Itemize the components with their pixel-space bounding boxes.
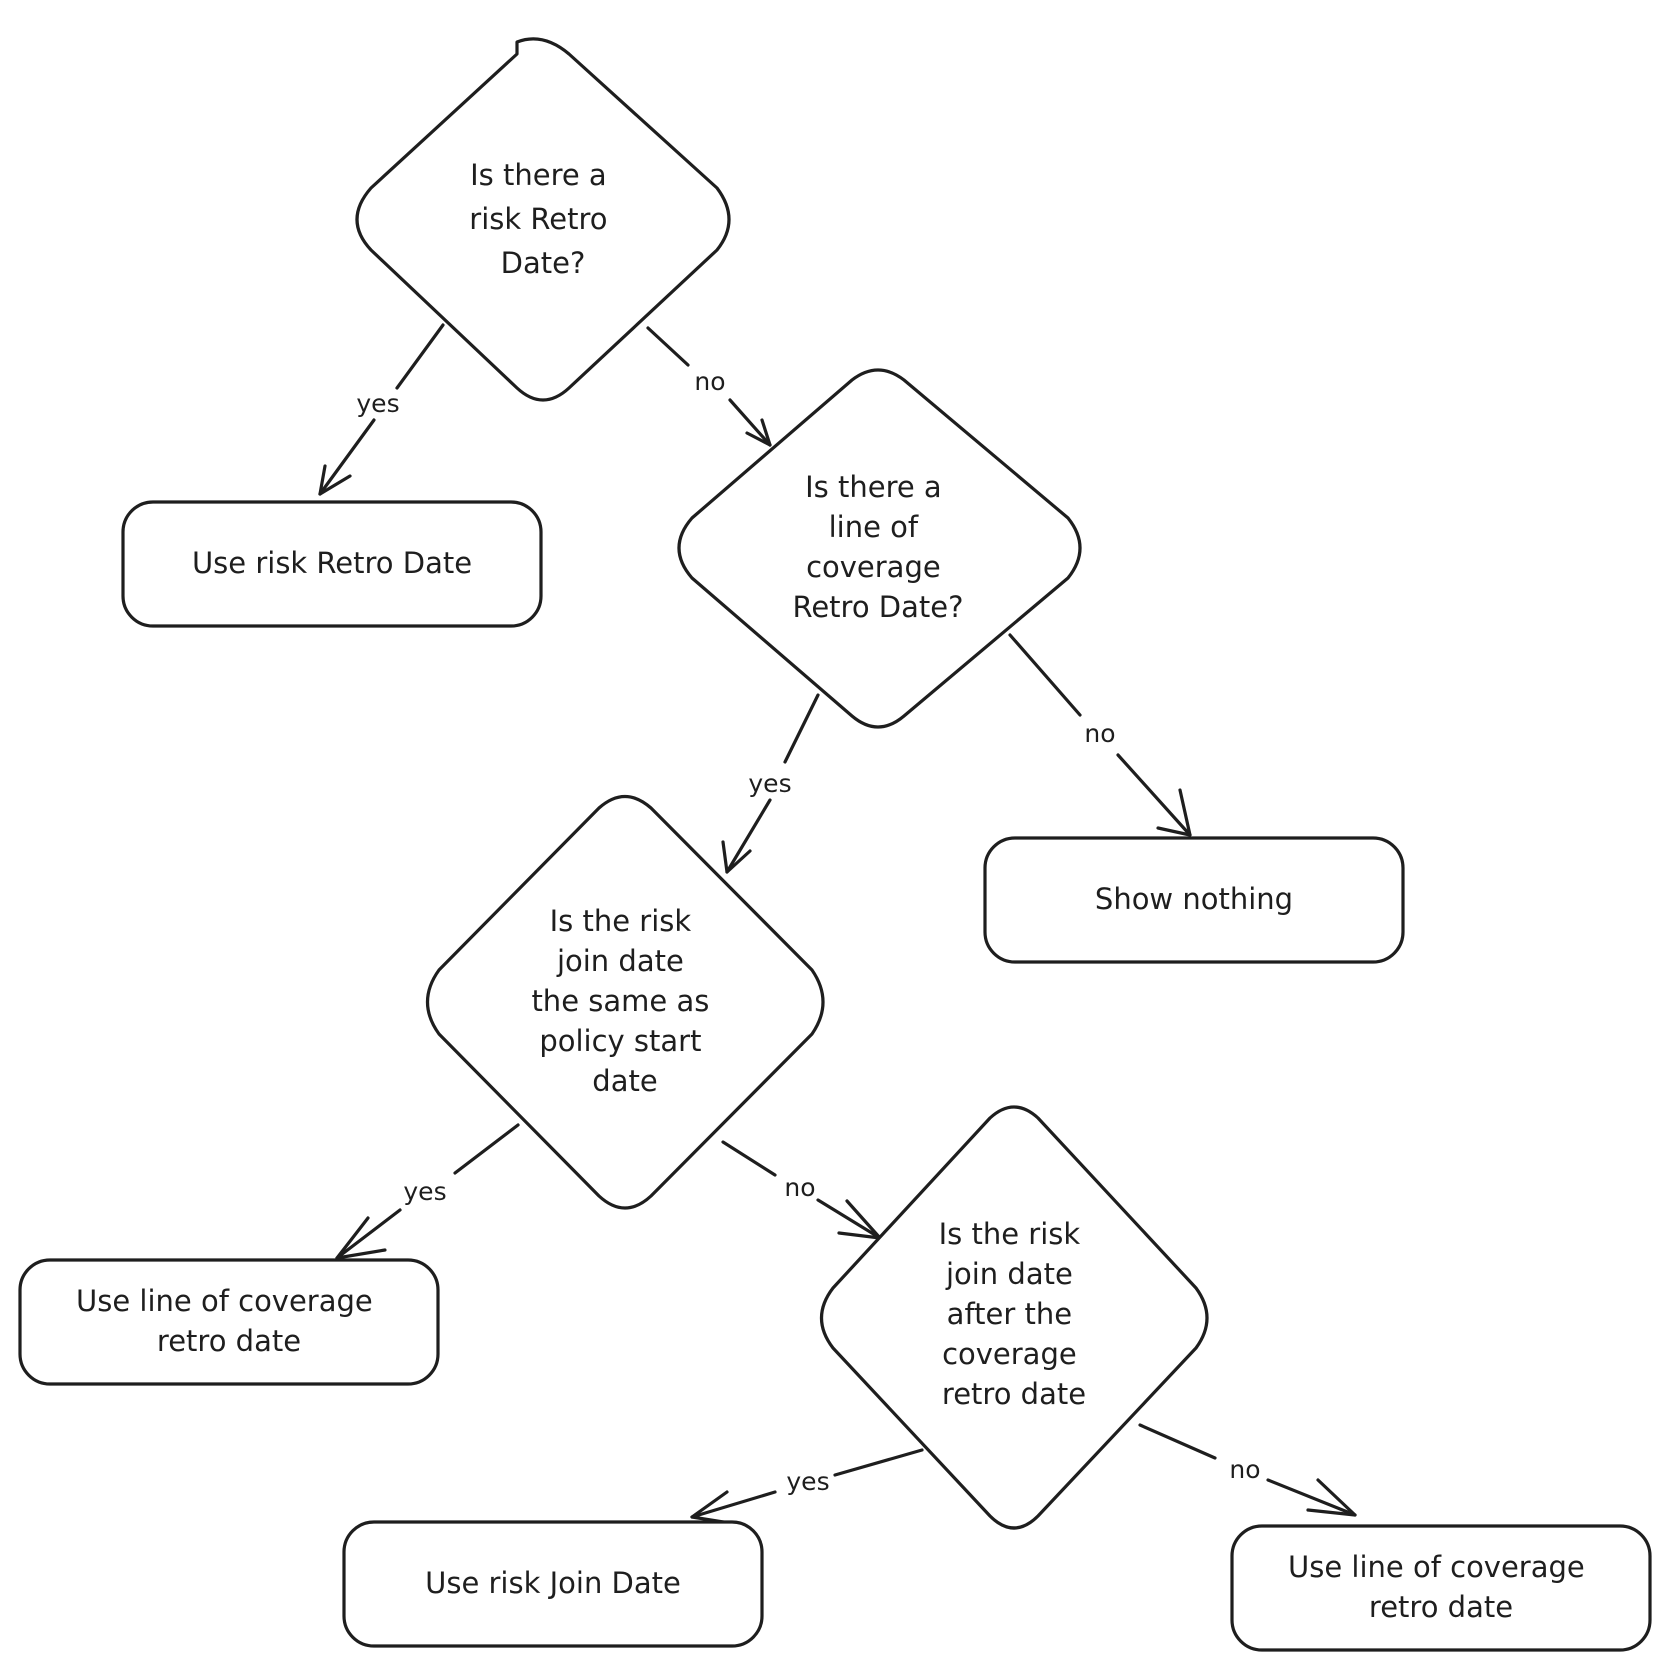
action-use-line-of-coverage-retro-date-1: Use line of coverage retro date: [18, 1258, 440, 1386]
arrowhead: [318, 464, 352, 496]
arrowhead: [1306, 1478, 1357, 1517]
edge-e4: no: [1008, 633, 1192, 837]
decision-diamond: [426, 794, 825, 1210]
decision-diamond: [677, 368, 1082, 729]
action-show-nothing: Show nothing: [983, 836, 1405, 964]
edge-label: yes: [748, 769, 791, 798]
action-use-risk-retro-date: Use risk Retro Date: [121, 500, 543, 628]
edge-line: [721, 1140, 882, 1240]
edge-e8: no: [1138, 1423, 1357, 1517]
decision-text: Is there a line of coverage Retro Date?: [792, 470, 963, 624]
arrowhead: [721, 840, 752, 874]
arrowhead: [745, 418, 772, 447]
edge-line: [690, 1448, 924, 1519]
action-use-line-of-coverage-retro-date-2: Use line of coverage retro date: [1230, 1524, 1652, 1652]
decision-text: Is the risk join date after the coverage…: [939, 1217, 1090, 1411]
edge-e7: yes: [690, 1448, 924, 1527]
edge-e3: yes: [721, 693, 820, 874]
action-box: [983, 836, 1405, 964]
edge-line: [725, 693, 820, 874]
decision-join-same-as-start: Is the risk join date the same as policy…: [426, 794, 825, 1210]
edge-line: [335, 1123, 520, 1260]
edge-label: yes: [786, 1467, 829, 1496]
decision-text: Is the risk join date the same as policy…: [531, 904, 718, 1098]
edge-label: no: [694, 367, 725, 396]
action-text: Use risk Join Date: [425, 1566, 681, 1600]
edge-e5: yes: [335, 1123, 520, 1260]
edge-line: [1008, 633, 1192, 837]
decision-line-of-coverage-retro-date: Is there a line of coverage Retro Date?: [677, 368, 1082, 729]
decision-diamond: [820, 1105, 1209, 1530]
action-text: Use line of coverage retro date: [1288, 1550, 1594, 1624]
edge-label: no: [1229, 1455, 1260, 1484]
action-box: [1230, 1524, 1652, 1652]
decision-join-after-coverage-retro: Is the risk join date after the coverage…: [820, 1105, 1209, 1530]
action-text: Use risk Retro Date: [192, 546, 472, 580]
edge-e1: yes: [318, 323, 445, 496]
edge-e2: no: [646, 326, 772, 447]
edge-label: no: [1084, 719, 1115, 748]
edge-line: [1138, 1423, 1357, 1517]
action-box: [342, 1520, 764, 1648]
edge-label: yes: [356, 389, 399, 418]
edge-line: [318, 323, 445, 496]
action-box: [18, 1258, 440, 1386]
action-text: Use line of coverage retro date: [76, 1284, 382, 1358]
action-use-risk-join-date: Use risk Join Date: [342, 1520, 764, 1648]
edge-line: [646, 326, 772, 447]
action-box: [121, 500, 543, 628]
edge-e6: no: [721, 1140, 882, 1240]
edge-label: no: [784, 1173, 815, 1202]
arrowhead: [335, 1216, 387, 1260]
decision-text: Is there a risk Retro Date?: [469, 158, 616, 280]
decision-diamond: [355, 37, 731, 402]
arrowhead: [1156, 788, 1192, 837]
arrowhead: [837, 1199, 882, 1240]
action-text: Show nothing: [1095, 882, 1293, 916]
decision-risk-retro-date: Is there a risk Retro Date?: [355, 37, 731, 402]
edge-label: yes: [403, 1177, 446, 1206]
